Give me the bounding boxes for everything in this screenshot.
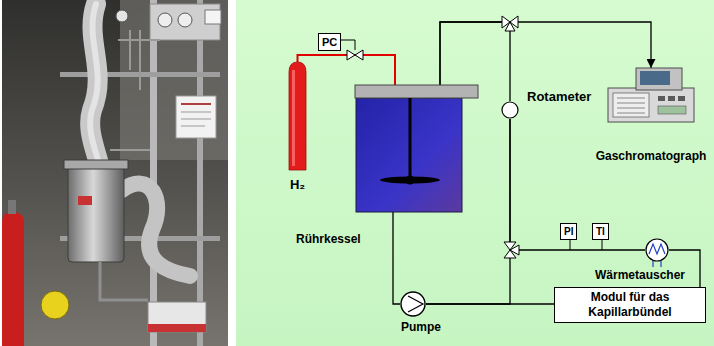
gc-button: [678, 96, 685, 101]
gc-housing: [608, 88, 694, 122]
drive-stripe: [148, 324, 206, 332]
gas-cylinder-outline: [289, 62, 306, 170]
pipe-line: [440, 22, 651, 85]
symbol-layer: [341, 16, 602, 258]
pressure-gauge: [158, 13, 172, 27]
sign-plate: [205, 10, 221, 24]
gc-vent: [617, 108, 645, 109]
gc-vent: [617, 98, 645, 99]
insulated-pipe: [90, 4, 100, 168]
frame-rail: [197, 0, 203, 346]
coolant-line: [652, 260, 653, 267]
cylinder-body: [289, 62, 306, 170]
gas-chromatograph: Gaschromatograph: [608, 68, 694, 122]
box-label: TI: [596, 225, 605, 238]
stirrer-drive: [148, 302, 206, 332]
gas-valve: [347, 50, 363, 60]
gc-button: [668, 96, 675, 101]
rotameter-symbol: Rotameter: [501, 101, 519, 119]
symbol-label: Gaschromatograph: [596, 150, 707, 164]
cylinder-highlight: [292, 70, 295, 166]
vessel-body: [356, 98, 462, 212]
controller-box: PC: [318, 33, 341, 51]
pump-impeller: [408, 296, 423, 312]
symbol-label: Pumpe: [401, 321, 441, 335]
gas-cylinder-photo: [2, 212, 24, 346]
notice-line: [181, 112, 211, 113]
tubing: [110, 30, 160, 150]
symbol-label: Wärmetauscher: [595, 269, 685, 283]
warning-sticker: [78, 196, 92, 205]
gc-oven-door: [613, 93, 649, 117]
pipe-line: [393, 212, 400, 304]
photo-background: [2, 0, 228, 346]
control-line: [341, 40, 355, 50]
diagram-panel: [236, 0, 714, 346]
box-label: PI: [564, 225, 573, 238]
cylinder-valve: [8, 200, 16, 214]
lab-wall: [120, 0, 228, 160]
notice-sheet: [176, 96, 216, 138]
rotameter-circle: [502, 102, 518, 118]
box-label: PC: [322, 35, 337, 49]
module-box: Modul für das Kapillarbündel: [554, 287, 706, 323]
stirrer-shaft: [409, 98, 412, 180]
pump-symbol: Pumpe: [400, 291, 426, 317]
box-label: Modul für das Kapillarbündel: [559, 290, 701, 320]
plant-photo: [2, 0, 228, 346]
stirred-tank-outline: [355, 85, 478, 212]
gc-screen: [640, 71, 670, 85]
notice-line: [181, 119, 211, 120]
rotameter-symbol-outline: [501, 101, 519, 119]
three-way-valve: [504, 242, 519, 258]
three-way-valve: [502, 16, 518, 31]
pipe-line: [510, 119, 645, 250]
tubing: [100, 262, 148, 300]
gc-display: [658, 106, 686, 114]
notice-line: [181, 103, 211, 105]
gas-cylinder: H₂: [289, 62, 306, 170]
symbol-label: Rotameter: [527, 90, 591, 105]
gc-button: [658, 96, 665, 101]
pump-symbol-outline: [400, 291, 426, 317]
pump-circle: [401, 292, 425, 316]
vessel-flange: [64, 160, 128, 169]
stirrer-hub: [406, 176, 415, 185]
pressure-gauge: [178, 13, 192, 27]
heat-exchanger-outline: [645, 238, 669, 262]
gc-vent: [617, 103, 645, 104]
coolant-line: [660, 260, 661, 267]
foil-highlight: [90, 4, 100, 168]
insulated-pipe: [122, 184, 190, 276]
exchanger-circle: [646, 239, 668, 261]
heat-exchanger: Wärmetauscher: [645, 238, 669, 262]
frame-rail: [150, 0, 157, 346]
gas-chromatograph-outline: [608, 68, 694, 122]
stirred-tank: Rührkessel: [355, 85, 478, 212]
stirrer-blade: [380, 177, 440, 184]
exchanger-coil: [649, 244, 665, 254]
steel-vessel: [68, 166, 124, 262]
vessel-lid: [355, 85, 478, 98]
instrument-stalk: [570, 239, 571, 250]
yellow-disc: [41, 291, 69, 319]
gc-monitor: [636, 68, 682, 90]
instrument-panel: [150, 4, 220, 40]
instrument-stalk: [602, 239, 603, 250]
gc-vent: [617, 113, 645, 114]
temperature-indicator: TI: [592, 223, 609, 240]
symbol-label: Rührkessel: [296, 233, 361, 247]
gas-line: [298, 55, 396, 85]
pressure-gauge: [116, 10, 128, 22]
symbol-label: H₂: [290, 178, 305, 193]
notice-line: [181, 126, 205, 127]
pressure-indicator: PI: [560, 223, 577, 240]
